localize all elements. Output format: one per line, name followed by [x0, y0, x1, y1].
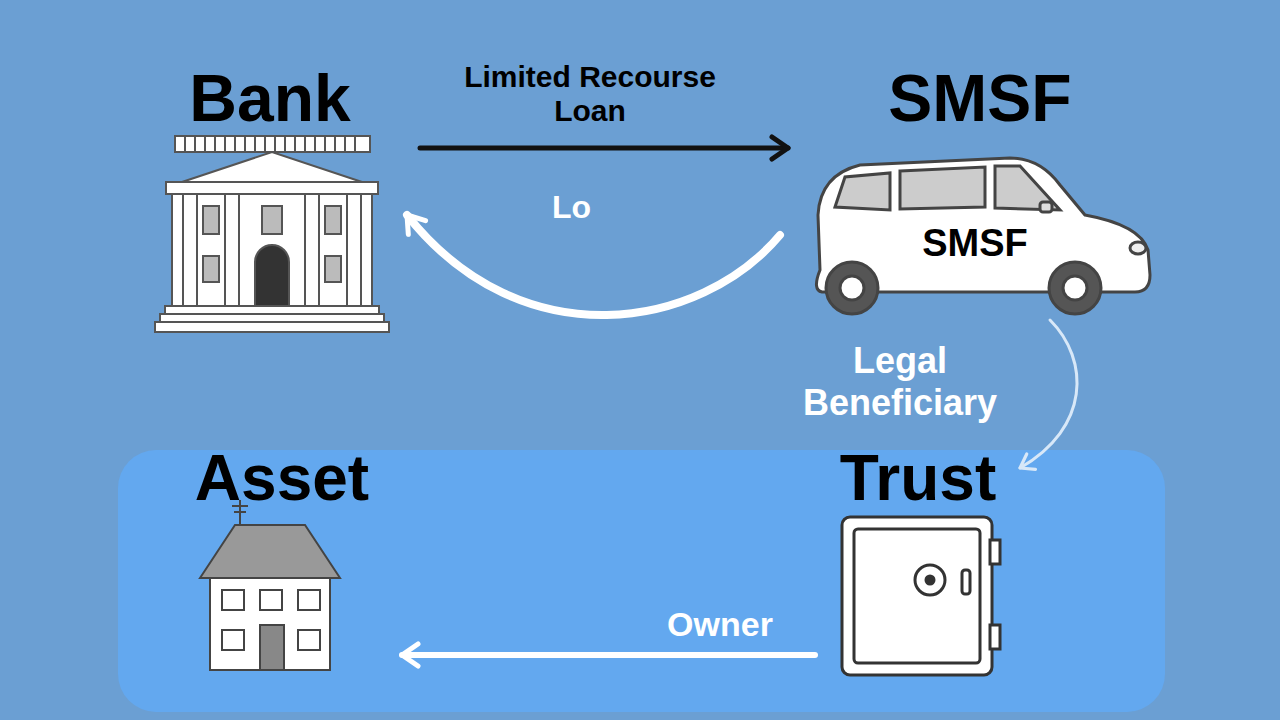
flow-arrow [402, 652, 815, 658]
house-drawing [200, 500, 340, 670]
node-heading: Bank [189, 65, 350, 131]
flow-arrow [420, 146, 788, 151]
bank-building [155, 136, 389, 332]
illustrated-node: Bank [155, 65, 385, 335]
illustrated-node: SMSF SMSF [800, 65, 1160, 310]
car-drawing [816, 158, 1150, 314]
illustrated-node: Trust [828, 446, 1008, 680]
node-heading: SMSF [888, 65, 1071, 131]
flow-arrow [407, 215, 780, 315]
node-heading: Asset [195, 446, 369, 510]
arrow-label: Lo [552, 188, 591, 226]
arrow-label: Limited Recourse Loan [445, 60, 735, 128]
arrow-label: Owner [667, 604, 773, 644]
vehicle-label: SMSF [922, 223, 1028, 263]
flow-arrow [1020, 320, 1077, 468]
illustrated-node: Asset [182, 446, 382, 680]
safe-drawing [842, 517, 1000, 675]
arrow-label: Legal Beneficiary [790, 340, 1010, 424]
node-heading: Trust [840, 446, 996, 510]
